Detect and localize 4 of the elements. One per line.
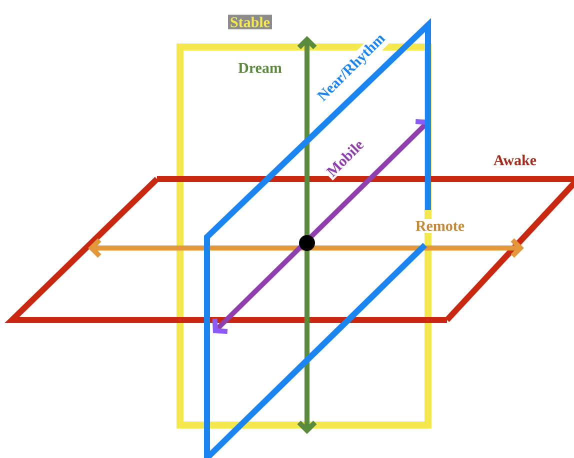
axis-label: Dream bbox=[238, 63, 282, 73]
plane-label: Stable bbox=[228, 14, 272, 30]
plane-label: Awake bbox=[491, 152, 539, 168]
axis-label: Remote bbox=[413, 219, 467, 233]
